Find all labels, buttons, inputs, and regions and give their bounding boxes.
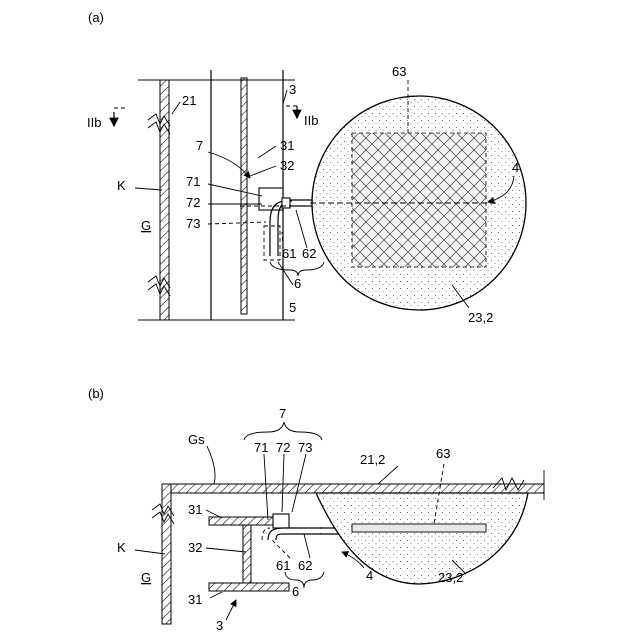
ref-23-a: 23,2 (468, 310, 493, 325)
ref-G-b: G (141, 570, 151, 585)
panel-label-a: (a) (88, 10, 104, 25)
ref-32-a: 32 (280, 158, 294, 173)
ref-72-b: 72 (276, 440, 290, 455)
ref-7-b: 7 (279, 406, 286, 421)
ref-K-b: K (117, 540, 126, 555)
ref-72-a: 72 (186, 195, 200, 210)
ref-6-a: 6 (294, 276, 301, 291)
ref-71-a: 71 (186, 174, 200, 189)
ref-31-a: 31 (280, 138, 294, 153)
ref-62-b: 62 (298, 558, 312, 573)
ref-63-a: 63 (392, 64, 406, 79)
ref-K-a: K (117, 178, 126, 193)
ref-61-a: 61 (282, 246, 296, 261)
section-label-left: IIb (87, 115, 101, 130)
ref-23-b: 23,2 (438, 570, 463, 585)
view-b: (b) (88, 386, 544, 633)
ref-4-b: 4 (366, 568, 373, 583)
ref-5-a: 5 (289, 300, 296, 315)
ref-63-b: 63 (436, 446, 450, 461)
ref-6-b: 6 (292, 584, 299, 599)
ref-31-bot-b: 31 (188, 592, 202, 607)
section-label-right: IIb (304, 113, 318, 128)
ref-4-a: 4 (512, 160, 519, 175)
ref-32-b: 32 (188, 540, 202, 555)
panel-label-b: (b) (88, 386, 104, 401)
ref-73-b: 73 (298, 440, 312, 455)
section-marks-a (114, 106, 297, 126)
ref-Gs-b: Gs (188, 432, 205, 447)
ref-3-b: 3 (216, 618, 223, 633)
ref-G-a: G (141, 218, 151, 233)
ref-61-b: 61 (276, 558, 290, 573)
view-a: (a) (87, 10, 526, 325)
ref-7-a: 7 (196, 138, 203, 153)
ref-31-top-b: 31 (188, 502, 202, 517)
mirror-4-a (310, 96, 526, 310)
mirror-4-b (316, 493, 528, 584)
ref-73-a: 73 (186, 216, 200, 231)
ref-62-a: 62 (302, 246, 316, 261)
ref-71-b: 71 (254, 440, 268, 455)
ref-21-a: 21 (182, 93, 196, 108)
ref-3-a: 3 (289, 82, 296, 97)
ref-21-b: 21,2 (360, 452, 385, 467)
